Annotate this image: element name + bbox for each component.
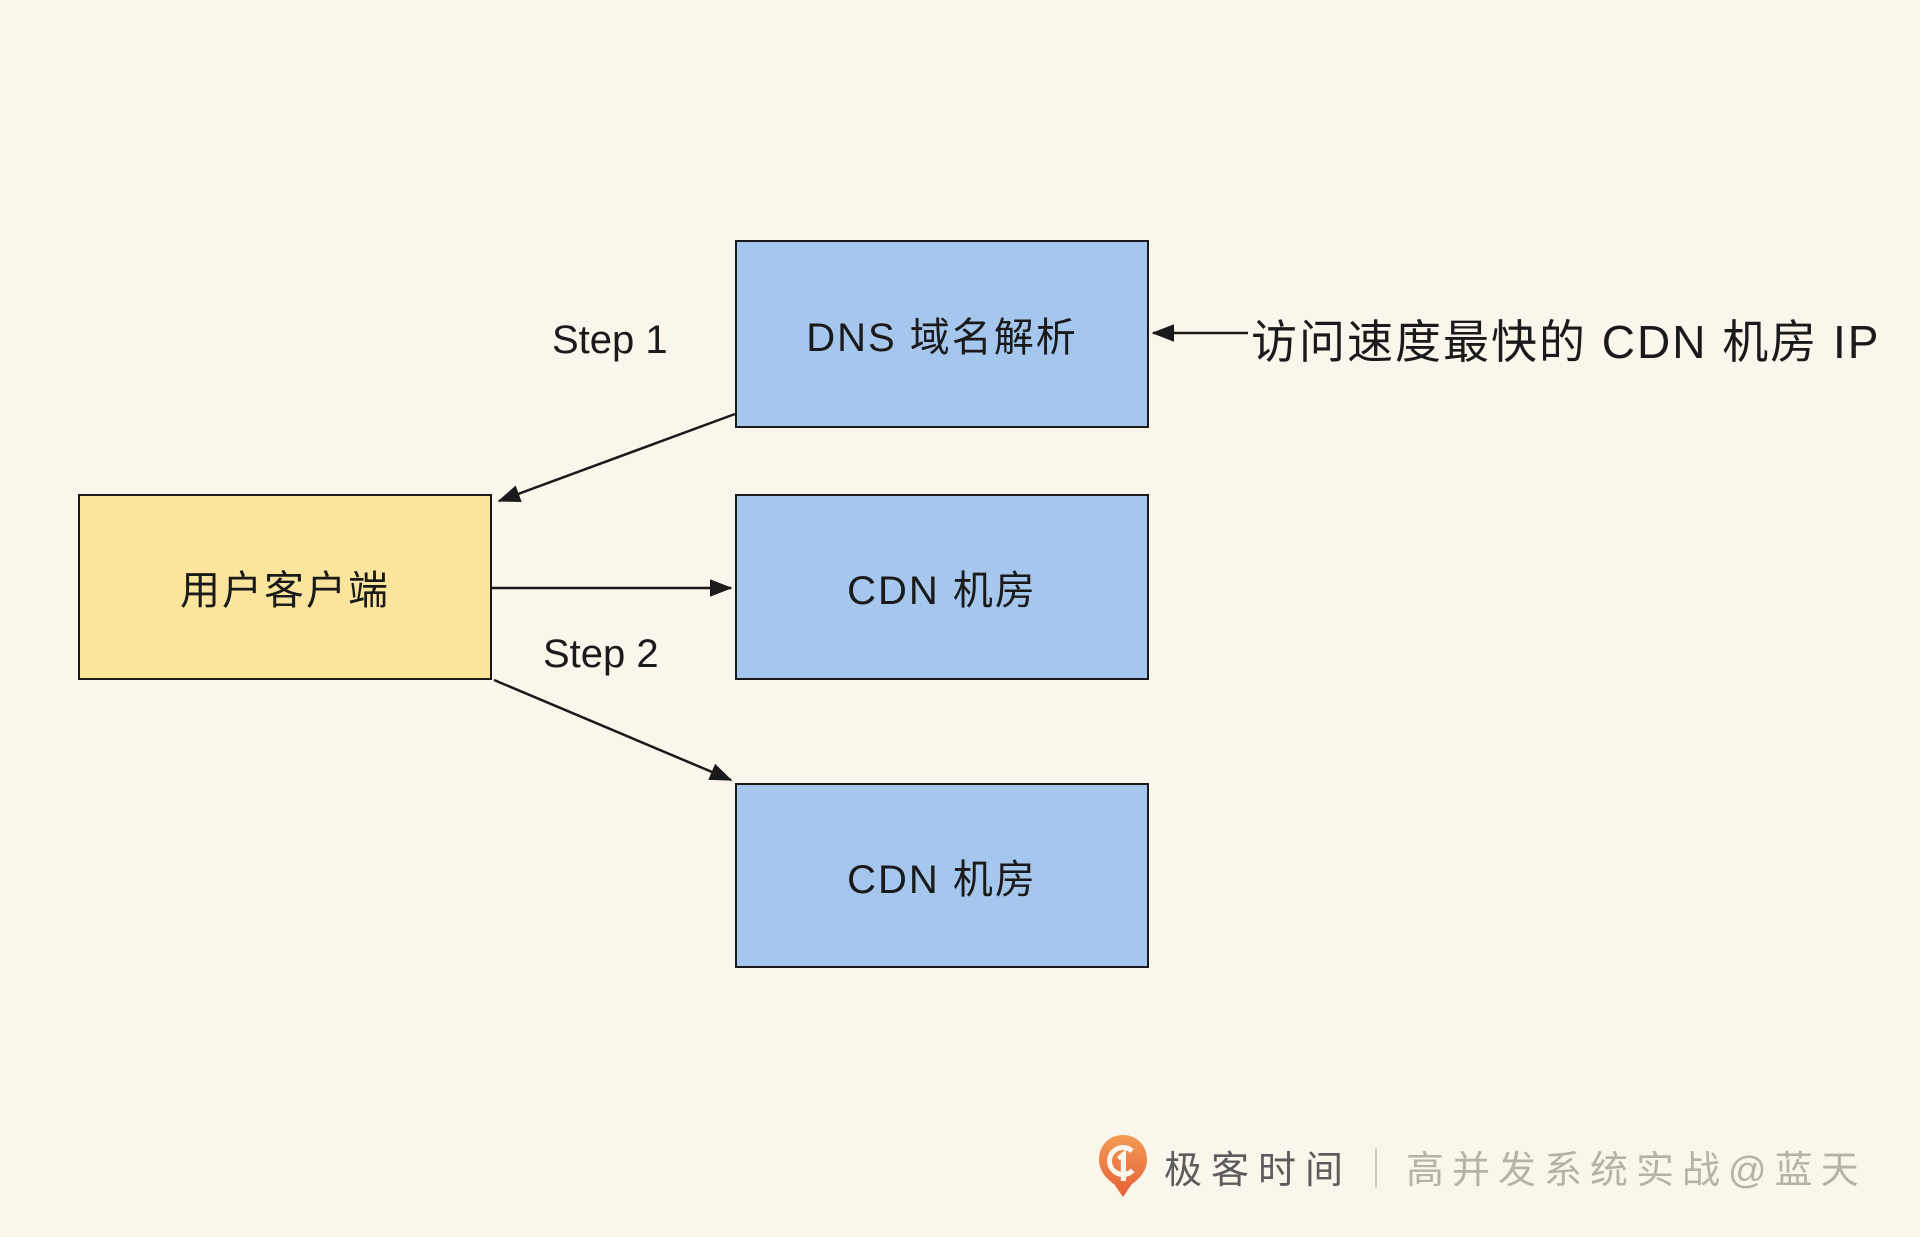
node-cdn-room-top: CDN 机房 — [735, 494, 1149, 680]
node-user-client-label: 用户客户端 — [180, 569, 390, 613]
geektime-logo-icon — [1099, 1135, 1147, 1197]
node-dns-resolution: DNS 域名解析 — [735, 240, 1149, 428]
step-2-label: Step 2 — [543, 632, 659, 676]
watermark-divider: ｜ — [1356, 1148, 1397, 1192]
node-cdn-room-top-label: CDN 机房 — [847, 569, 1037, 613]
dns-result-annotation: 访问速度最快的 CDN 机房 IP — [1251, 316, 1881, 368]
watermark-brand: 极客时间 — [1164, 1149, 1353, 1192]
node-user-client: 用户客户端 — [78, 494, 492, 680]
watermark: 极客时间 ｜ 高并发系统实战@蓝天 — [1098, 1134, 1867, 1198]
node-dns-resolution-label: DNS 域名解析 — [806, 316, 1078, 360]
watermark-course: 高并发系统实战@蓝天 — [1406, 1149, 1867, 1192]
node-cdn-room-bottom-label: CDN 机房 — [847, 857, 1037, 902]
step-1-label: Step 1 — [552, 318, 668, 362]
edge-dns-to-client — [497, 412, 736, 503]
edge-client-to-cdn-bottom — [493, 678, 733, 782]
node-cdn-room-bottom: CDN 机房 — [735, 783, 1149, 968]
